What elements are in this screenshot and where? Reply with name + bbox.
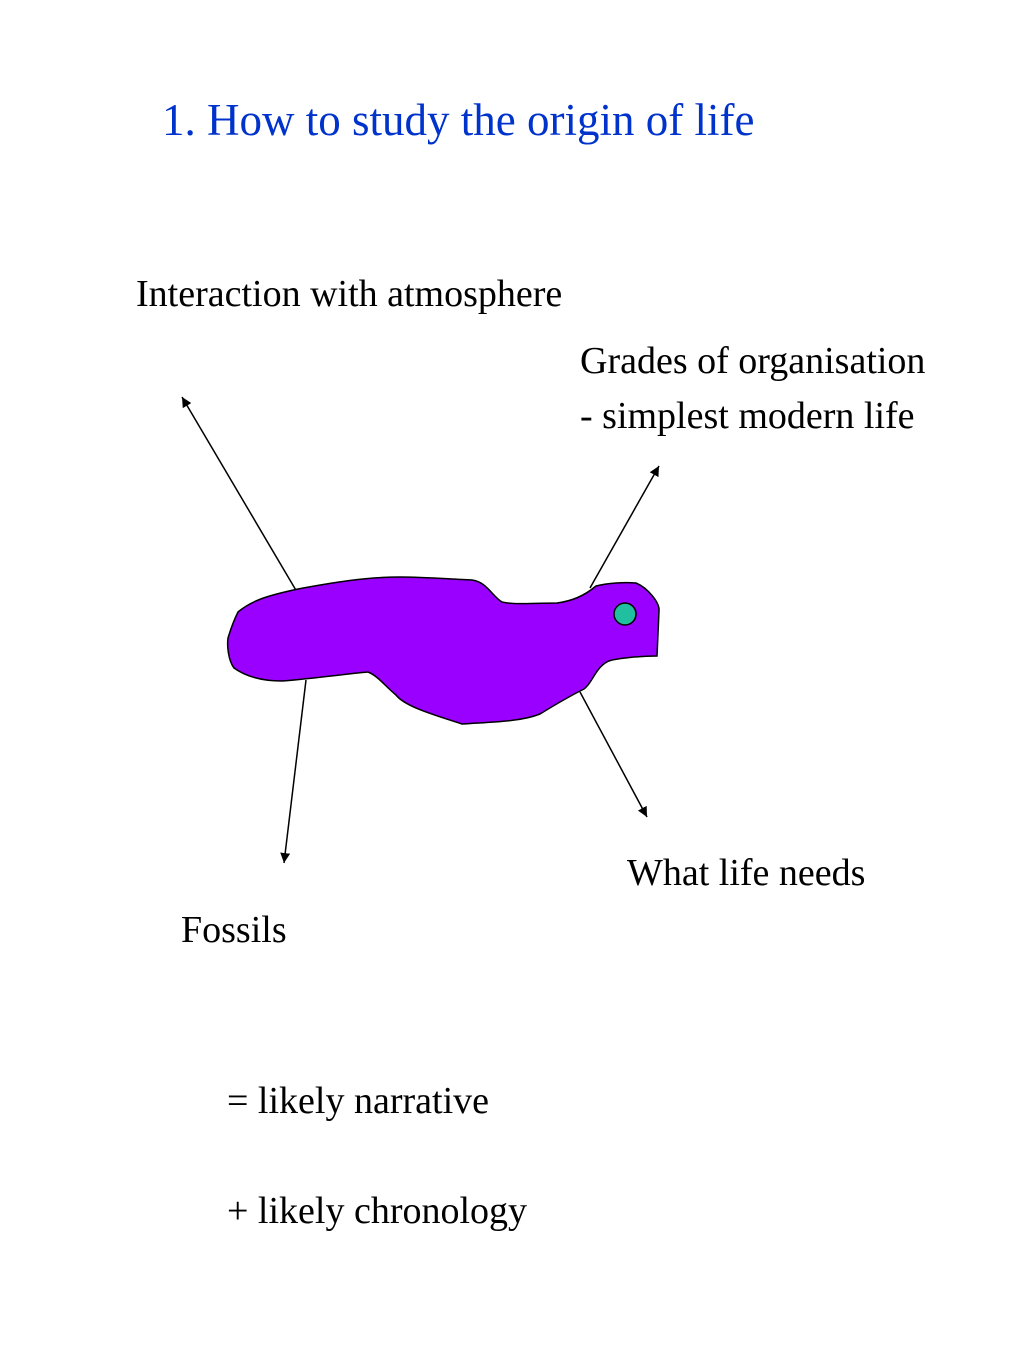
arrow-to-grades [589, 465, 660, 589]
organism-blob [226, 576, 660, 725]
slide-title: 1. How to study the origin of life [162, 95, 755, 145]
label-likely-chronology: + likely chronology [227, 1190, 528, 1232]
label-simplest-modern-life: - simplest modern life [580, 395, 915, 437]
label-what-life-needs: What life needs [627, 852, 866, 894]
arrow-to-fossils [280, 679, 307, 864]
label-likely-narrative: = likely narrative [227, 1080, 489, 1122]
eye-dot [613, 602, 637, 626]
arrow-to-needs [579, 691, 648, 818]
arrow-to-atmosphere [181, 396, 298, 593]
label-grades-of-organisation: Grades of organisation [580, 340, 926, 382]
label-fossils: Fossils [181, 909, 287, 951]
label-interaction-with-atmosphere: Interaction with atmosphere [136, 273, 563, 315]
